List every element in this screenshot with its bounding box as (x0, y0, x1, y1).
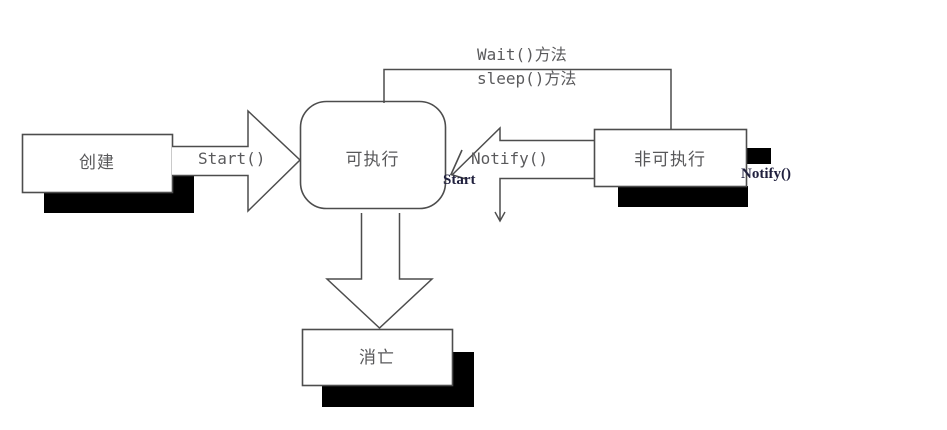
edge-blocked-to-runnable-arrowhead (449, 149, 467, 180)
edge-blocked-to-runnable[interactable] (451, 126, 594, 176)
blocked-node-shadow-side (744, 148, 771, 164)
edge-blocked-to-runnable-return[interactable] (499, 177, 594, 221)
node-create[interactable] (21, 133, 174, 194)
node-blocked[interactable] (593, 128, 748, 188)
dead-node-shadow (322, 385, 456, 407)
edge-runnable-to-blocked[interactable] (383, 68, 672, 130)
create-node-shadow (44, 192, 194, 213)
create-node-shadow-side (172, 168, 194, 213)
edge-runnable-to-dead[interactable] (325, 213, 434, 330)
blocked-node-shadow (618, 186, 748, 207)
node-runnable[interactable] (299, 100, 447, 210)
node-dead[interactable] (301, 328, 454, 387)
dead-node-shadow-side (452, 352, 474, 407)
edge-return-arrowhead (494, 211, 506, 223)
